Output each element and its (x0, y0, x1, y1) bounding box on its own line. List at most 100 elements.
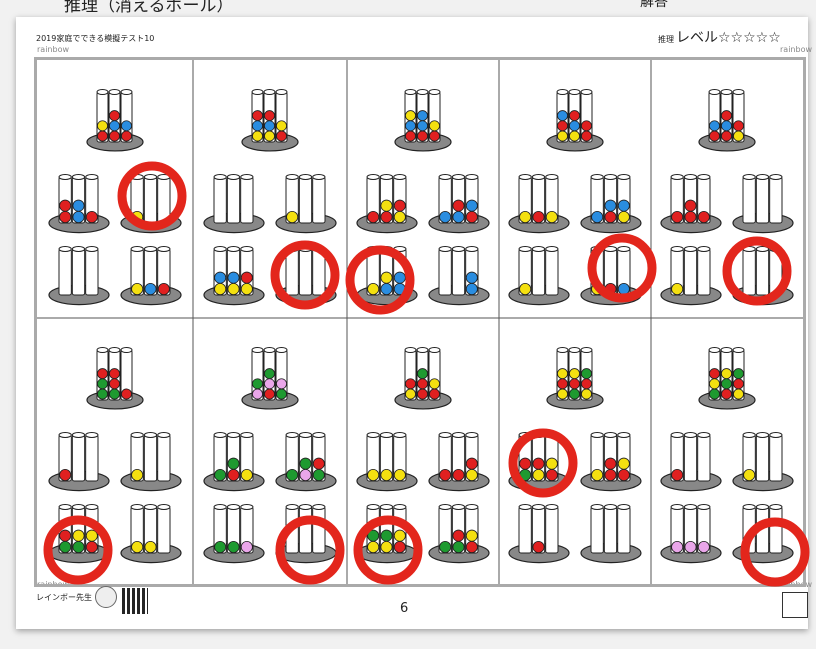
tube-top (121, 348, 132, 353)
ball (466, 283, 477, 294)
tube-top (604, 433, 616, 438)
ball (429, 379, 439, 389)
tube-top (86, 175, 98, 180)
tube (743, 177, 755, 223)
tube-top (709, 348, 720, 353)
ball (264, 369, 274, 379)
ball (733, 369, 743, 379)
ball (569, 369, 579, 379)
tube-top (59, 175, 71, 180)
tube-top (131, 505, 143, 510)
tube-top (59, 247, 71, 252)
ball (215, 272, 226, 283)
tube (299, 507, 311, 553)
ball (228, 469, 239, 480)
ball (672, 211, 683, 222)
ball (228, 283, 239, 294)
ball (394, 272, 405, 283)
ball (721, 111, 731, 121)
tube-top (264, 348, 275, 353)
ball (618, 200, 629, 211)
tube (144, 435, 156, 481)
ball (405, 379, 415, 389)
tube-top (417, 348, 428, 353)
tube (591, 507, 603, 553)
tube-top (618, 175, 630, 180)
ball (569, 121, 579, 131)
ball (241, 541, 252, 552)
ball (557, 379, 567, 389)
ball (569, 379, 579, 389)
ball (394, 200, 405, 211)
ball (228, 272, 239, 283)
ball (429, 131, 439, 141)
ball (721, 131, 731, 141)
tube-top (557, 90, 568, 95)
ball (618, 458, 629, 469)
ball (109, 369, 119, 379)
ball (368, 469, 379, 480)
ball (417, 389, 427, 399)
author-name: レインボー先生 (36, 592, 92, 603)
tube-top (241, 247, 253, 252)
ball (466, 530, 477, 541)
ball (276, 121, 286, 131)
ball (97, 379, 107, 389)
ball (721, 121, 731, 131)
ball (215, 541, 226, 552)
tube-top (59, 433, 71, 438)
ball (672, 541, 683, 552)
tube-top (466, 433, 478, 438)
tube-top (721, 348, 732, 353)
tube-top (158, 505, 170, 510)
ball (557, 121, 567, 131)
ball (121, 131, 131, 141)
ball (228, 458, 239, 469)
ball (109, 131, 119, 141)
ball (581, 379, 591, 389)
tube-top (532, 247, 544, 252)
tube-top (214, 175, 226, 180)
tube (452, 249, 464, 295)
tube-top (439, 175, 451, 180)
tube (684, 435, 696, 481)
tube (86, 249, 98, 295)
tube (227, 177, 239, 223)
ball (581, 369, 591, 379)
ball (86, 541, 97, 552)
tube-top (591, 505, 603, 510)
tube-top (604, 505, 616, 510)
ball (97, 369, 107, 379)
tube-top (671, 175, 683, 180)
ball (466, 458, 477, 469)
tube (756, 177, 768, 223)
ball (252, 121, 262, 131)
tube (743, 249, 755, 295)
tube-top (698, 433, 710, 438)
ball (672, 283, 683, 294)
ball (145, 541, 156, 552)
tube-top (72, 505, 84, 510)
ball (313, 469, 324, 480)
tube-top (604, 175, 616, 180)
page-number: 6 (400, 601, 408, 616)
ball (453, 530, 464, 541)
ball (405, 389, 415, 399)
tube (313, 507, 325, 553)
tube (313, 177, 325, 223)
tube (299, 177, 311, 223)
tube-top (671, 247, 683, 252)
ball (721, 369, 731, 379)
ball (453, 200, 464, 211)
tube-top (144, 247, 156, 252)
ball (557, 131, 567, 141)
tube-top (439, 505, 451, 510)
tube-top (684, 175, 696, 180)
ball (709, 369, 719, 379)
ball (440, 211, 451, 222)
tube (684, 249, 696, 295)
tube-top (144, 433, 156, 438)
tube (439, 249, 451, 295)
tube-top (380, 175, 392, 180)
